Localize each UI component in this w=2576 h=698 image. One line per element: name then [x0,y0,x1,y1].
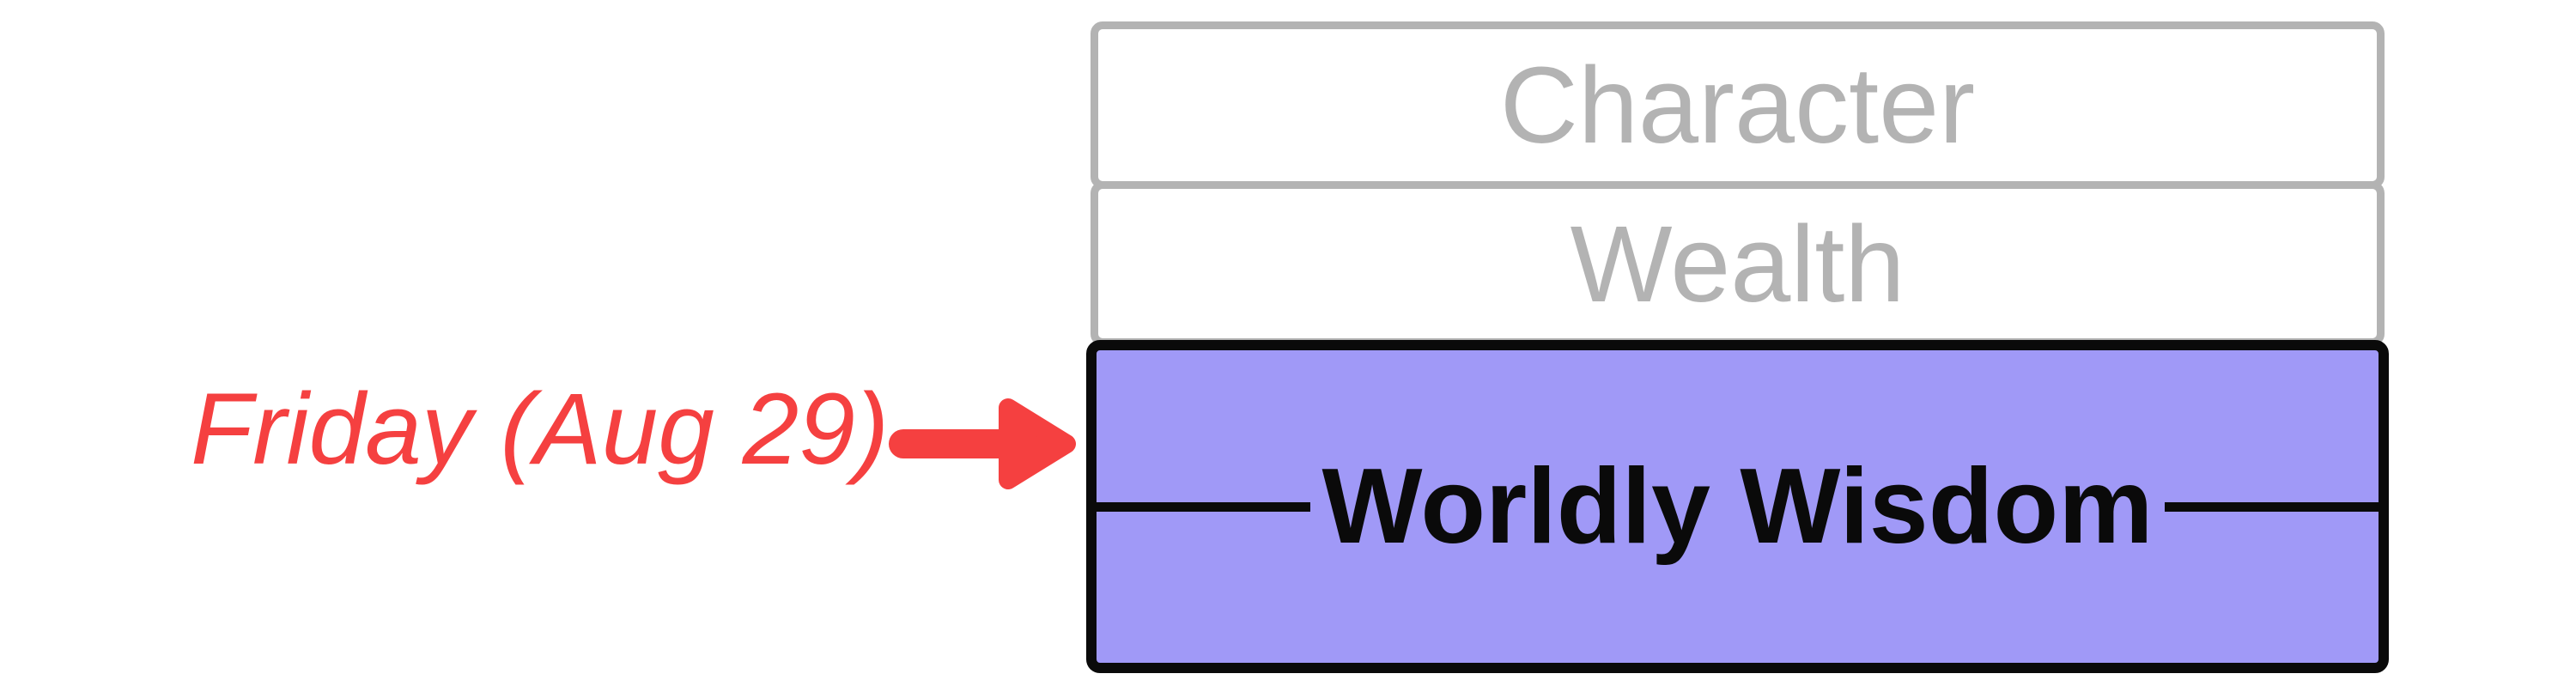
row-character-label: Character [1499,45,1976,166]
annotation-label: Friday (Aug 29) [191,373,890,486]
row-worldly-wisdom: Worldly Wisdom [1086,340,2389,673]
row-wealth-label: Wealth [1570,203,1905,325]
row-worldly-wisdom-label: Worldly Wisdom [1321,447,2154,566]
arrow-right-icon [889,398,1076,489]
row-stack: Character Wealth Worldly Wisdom [1086,21,2389,673]
row-character: Character [1091,21,2385,189]
divider-line-left [1097,501,1310,512]
divider-line-right [2165,501,2379,512]
row-wealth: Wealth [1091,181,2385,346]
